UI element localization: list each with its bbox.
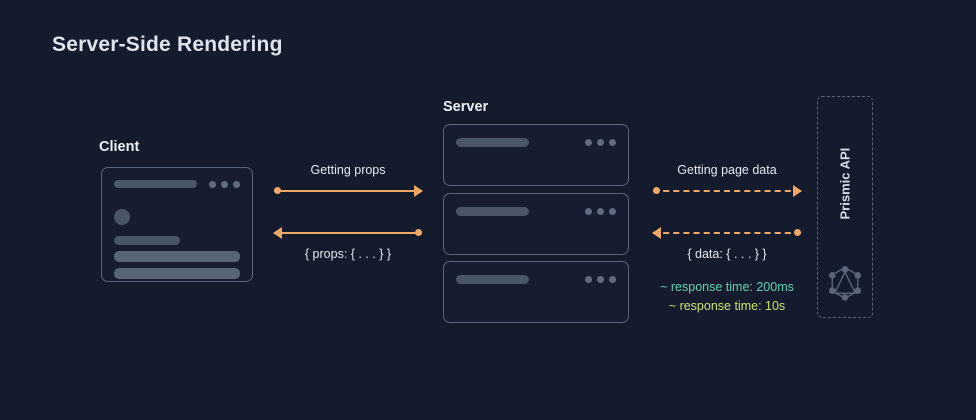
arrow-head-icon: [793, 185, 802, 197]
arrow-line: [653, 190, 801, 192]
arrow-line: [274, 232, 422, 234]
flow-response-label: { data: { . . . } }: [687, 247, 767, 261]
response-time-slow: ~ response time: 10s: [668, 299, 786, 313]
window-dot-icon: [585, 139, 592, 146]
window-dot-icon: [597, 139, 604, 146]
flow-client-server: Getting props { props: { . . . } }: [273, 163, 423, 261]
arrow-request-rightward: [274, 185, 423, 197]
client-content-bar: [114, 236, 180, 245]
page-title: Server-Side Rendering: [52, 33, 283, 56]
server-section-label: Server: [443, 99, 489, 115]
arrow-head-icon: [652, 227, 661, 239]
arrow-response-leftward: [652, 227, 801, 239]
server-card: [443, 124, 629, 186]
window-dot-icon: [233, 181, 240, 188]
window-dot-icon: [209, 181, 216, 188]
flow-server-api: Getting page data { data: { . . . } }: [652, 163, 802, 261]
arrow-line: [274, 190, 422, 192]
window-dot-icon: [597, 208, 604, 215]
server-titlebar-bar: [456, 138, 529, 147]
window-dot-icon: [609, 208, 616, 215]
avatar: [114, 209, 130, 225]
arrow-origin-dot: [415, 229, 422, 236]
arrow-spacer: [653, 197, 801, 227]
window-dot-icon: [609, 276, 616, 283]
client-section-label: Client: [99, 139, 140, 155]
window-dot-icon: [585, 276, 592, 283]
server-titlebar-bar: [456, 275, 529, 284]
window-dot-icon: [609, 139, 616, 146]
client-browser-mock: [101, 167, 253, 282]
arrow-request-rightward: [653, 185, 802, 197]
arrow-line: [653, 232, 801, 234]
client-titlebar-bar: [114, 180, 197, 188]
server-titlebar-bar: [456, 207, 529, 216]
window-dot-icon: [585, 208, 592, 215]
flow-request-label: Getting page data: [677, 163, 777, 177]
arrow-head-icon: [273, 227, 282, 239]
window-dot-icon: [221, 181, 228, 188]
response-times-group: ~ response time: 200ms ~ response time: …: [653, 278, 801, 316]
flow-response-label: { props: { . . . } }: [304, 247, 392, 261]
arrow-origin-dot: [274, 187, 281, 194]
arrow-origin-dot: [653, 187, 660, 194]
prismic-api-label: Prismic API: [837, 147, 853, 220]
client-content-bar: [114, 251, 240, 262]
arrow-origin-dot: [794, 229, 801, 236]
window-dot-icon: [597, 276, 604, 283]
server-card: [443, 193, 629, 255]
arrow-response-leftward: [273, 227, 422, 239]
prismic-api-panel: Prismic API: [817, 96, 873, 318]
server-card: [443, 261, 629, 323]
response-time-fast: ~ response time: 200ms: [660, 280, 794, 294]
arrow-head-icon: [414, 185, 423, 197]
client-content-bar: [114, 268, 240, 279]
arrow-spacer: [274, 197, 422, 227]
flow-request-label: Getting props: [310, 163, 386, 177]
graphql-icon: [828, 265, 862, 301]
